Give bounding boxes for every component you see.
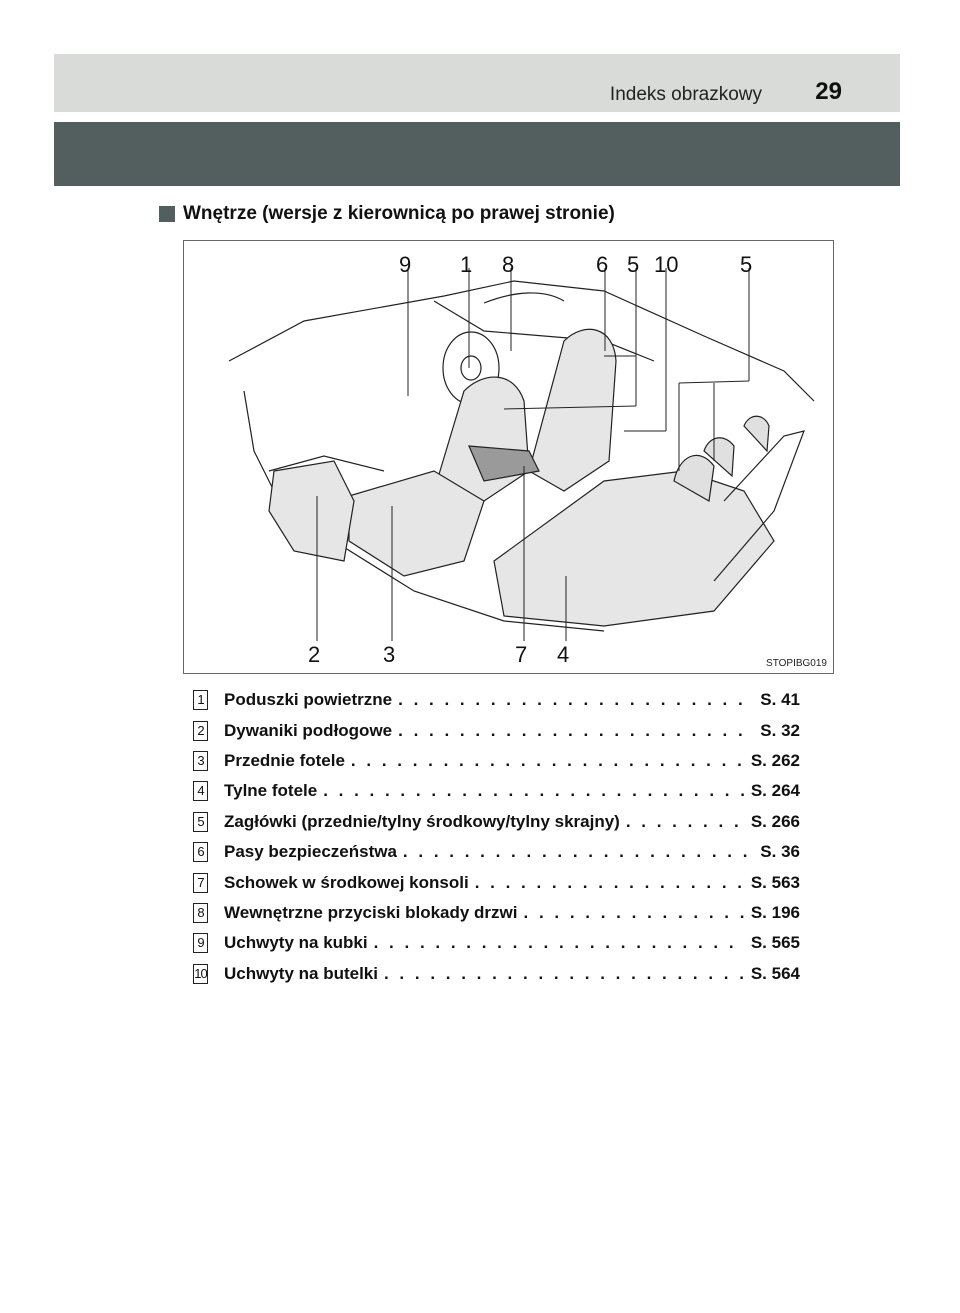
item-label: Zagłówki (przednie/tylny środkowy/tylny …: [224, 811, 620, 831]
leader-dots: . . . . . . . . . . . . . . . . . . . . …: [474, 872, 745, 892]
list-item: 4 Tylne fotele . . . . . . . . . . . . .…: [193, 776, 800, 806]
list-item: 9 Uchwyty na kubki . . . . . . . . . . .…: [193, 928, 800, 958]
item-page-ref: S. 32: [760, 720, 800, 740]
section-title-text: Wnętrze (wersje z kierownicą po prawej s…: [183, 203, 615, 224]
header-title: Indeks obrazkowy: [609, 84, 762, 105]
callout-4: 4: [557, 642, 569, 667]
item-page-ref: S. 565: [750, 933, 800, 953]
list-item: 7 Schowek w środkowej konsoli . . . . . …: [193, 867, 800, 897]
leader-dots: . . . . . . . . . . . . . . . . . . . . …: [350, 750, 745, 770]
leader-dots: . . . . . . . . . . . . . . . . . . . . …: [323, 781, 745, 801]
item-page-ref: S. 36: [760, 842, 800, 862]
list-item: 5 Zagłówki (przednie/tylny środkowy/tyln…: [193, 807, 800, 837]
item-page-ref: S. 264: [750, 781, 800, 801]
callout-9: 9: [399, 252, 411, 277]
item-label: Schowek w środkowej konsoli: [224, 872, 469, 892]
list-item: 10 Uchwyty na butelki . . . . . . . . . …: [193, 959, 800, 989]
callout-10: 10: [654, 252, 678, 277]
figure-code: STOPIBG019: [766, 658, 827, 669]
item-list: 1 Poduszki powietrzne . . . . . . . . . …: [193, 685, 800, 989]
item-number-badge: 1: [193, 690, 208, 711]
item-number-badge: 7: [193, 872, 208, 893]
item-label: Uchwyty na kubki: [224, 933, 368, 953]
item-page-ref: S. 196: [750, 902, 800, 922]
list-item: 8 Wewnętrzne przyciski blokady drzwi . .…: [193, 898, 800, 928]
item-label: Dywaniki podłogowe: [224, 720, 393, 740]
item-label: Uchwyty na butelki: [224, 963, 378, 983]
item-label: Przednie fotele: [224, 750, 345, 770]
leader-dots: . . . . . . . . . . . . . . . . . . . . …: [383, 963, 745, 983]
interior-illustration: 9 1 8 6 5 10 5 2 3 7 4 STOPIBG019: [183, 240, 834, 674]
section-title: Wnętrze (wersje z kierownicą po prawej s…: [159, 203, 615, 225]
header-band: Indeks obrazkowy 29: [54, 54, 900, 112]
leader-dots: . . . . . . . . . . . . . . . . . . . . …: [373, 933, 745, 953]
item-label: Wewnętrzne przyciski blokady drzwi: [224, 902, 518, 922]
item-number-badge: 9: [193, 933, 208, 954]
item-number-badge: 10: [193, 963, 208, 984]
item-page-ref: S. 41: [760, 690, 800, 710]
item-number-badge: 2: [193, 720, 208, 741]
item-page-ref: S. 262: [750, 750, 800, 770]
chapter-band: [54, 122, 900, 186]
item-number-badge: 8: [193, 902, 208, 923]
item-label: Tylne fotele: [224, 781, 318, 801]
list-item: 2 Dywaniki podłogowe . . . . . . . . . .…: [193, 715, 800, 745]
leader-dots: . . . . . . . . . . . . . . . . . . . . …: [625, 811, 745, 831]
item-label: Pasy bezpieczeństwa: [224, 842, 397, 862]
callout-2: 2: [308, 642, 320, 667]
leader-dots: . . . . . . . . . . . . . . . . . . . . …: [523, 902, 745, 922]
callout-5b: 5: [740, 252, 752, 277]
item-number-badge: 4: [193, 781, 208, 802]
item-page-ref: S. 564: [750, 963, 800, 983]
callout-3: 3: [383, 642, 395, 667]
callout-5a: 5: [627, 252, 639, 277]
leader-dots: . . . . . . . . . . . . . . . . . . . . …: [398, 690, 754, 710]
list-item: 1 Poduszki powietrzne . . . . . . . . . …: [193, 685, 800, 715]
item-number-badge: 6: [193, 842, 208, 863]
top-callouts: 9 1 8 6 5 10 5 2 3 7 4: [308, 252, 752, 667]
item-number-badge: 5: [193, 811, 208, 832]
callout-1: 1: [460, 252, 472, 277]
leader-dots: . . . . . . . . . . . . . . . . . . . . …: [398, 720, 754, 740]
list-item: 6 Pasy bezpieczeństwa . . . . . . . . . …: [193, 837, 800, 867]
page-number: 29: [815, 78, 842, 105]
callout-7: 7: [515, 642, 527, 667]
callout-6: 6: [596, 252, 608, 277]
item-page-ref: S. 266: [750, 811, 800, 831]
item-page-ref: S. 563: [750, 872, 800, 892]
item-number-badge: 3: [193, 750, 208, 771]
item-label: Poduszki powietrzne: [224, 690, 393, 710]
leader-dots: . . . . . . . . . . . . . . . . . . . . …: [402, 842, 754, 862]
list-item: 3 Przednie fotele . . . . . . . . . . . …: [193, 746, 800, 776]
car-interior-drawing: 9 1 8 6 5 10 5 2 3 7 4: [228, 252, 815, 667]
callout-8: 8: [502, 252, 514, 277]
square-bullet-icon: [159, 206, 175, 222]
